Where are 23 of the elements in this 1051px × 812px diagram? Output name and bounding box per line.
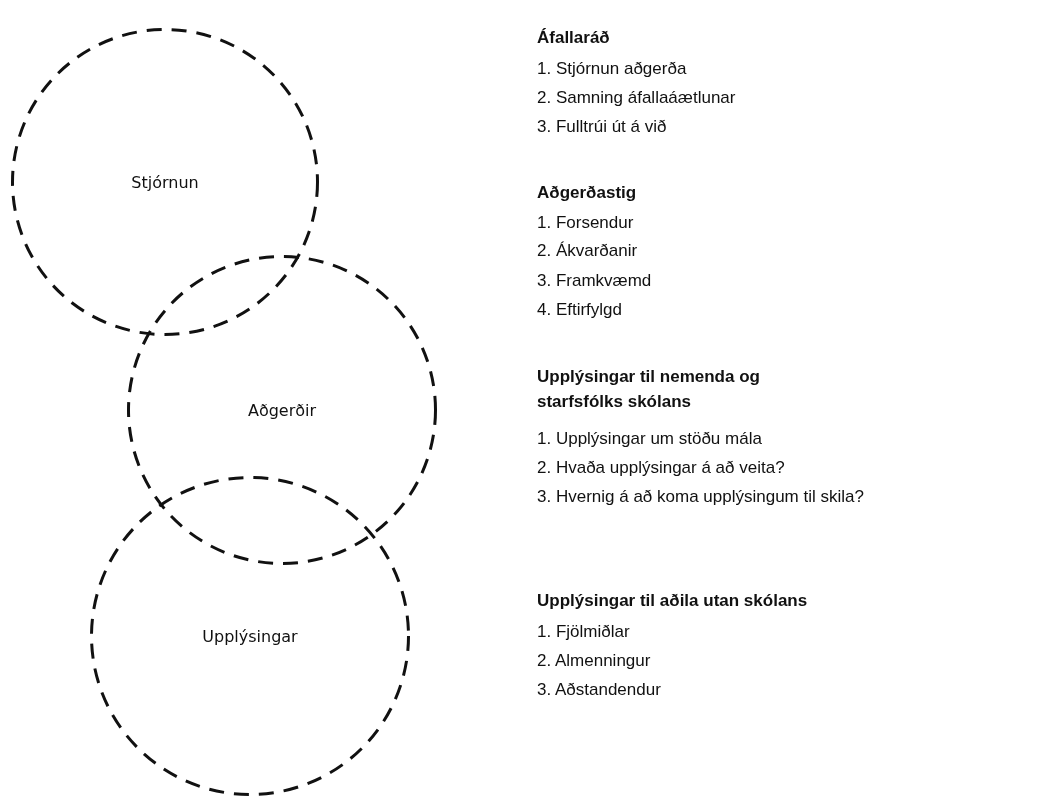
section-heading: Áfallaráð <box>537 26 610 49</box>
list-item: 3. Aðstandendur <box>537 678 661 701</box>
circle-label: Upplýsingar <box>201 626 299 646</box>
list-item: 2. Hvaða upplýsingar á að veita? <box>537 456 785 479</box>
list-item: 1. Stjórnun aðgerða <box>537 57 687 80</box>
dashed-circle <box>127 255 437 565</box>
circle-label: Aðgerðir <box>246 400 318 420</box>
list-item: 1. Upplýsingar um stöðu mála <box>537 427 762 450</box>
circle-label: Stjórnun <box>130 172 200 192</box>
list-item: 3. Fulltrúi út á við <box>537 115 667 138</box>
dashed-circle <box>90 476 410 796</box>
list-item: 2. Almenningur <box>537 649 651 672</box>
list-item: 3. Hvernig á að koma upplýsingum til skila? <box>537 485 864 508</box>
section-heading: Upplýsingar til aðila utan skólans <box>537 589 808 612</box>
list-item: 4. Eftirfylgd <box>537 298 623 321</box>
section-heading: Aðgerðastig <box>537 181 637 204</box>
dashed-circle <box>11 28 319 336</box>
list-item: 1. Fjölmiðlar <box>537 620 630 643</box>
list-item: 2. Ákvarðanir <box>537 239 638 262</box>
list-item: 1. Forsendur <box>537 211 634 234</box>
list-item: 2. Samning áfallaáætlunar <box>537 86 736 109</box>
list-item: 3. Framkvæmd <box>537 269 652 292</box>
section-heading: Upplýsingar til nemenda og starfsfólks skólans <box>537 366 761 413</box>
